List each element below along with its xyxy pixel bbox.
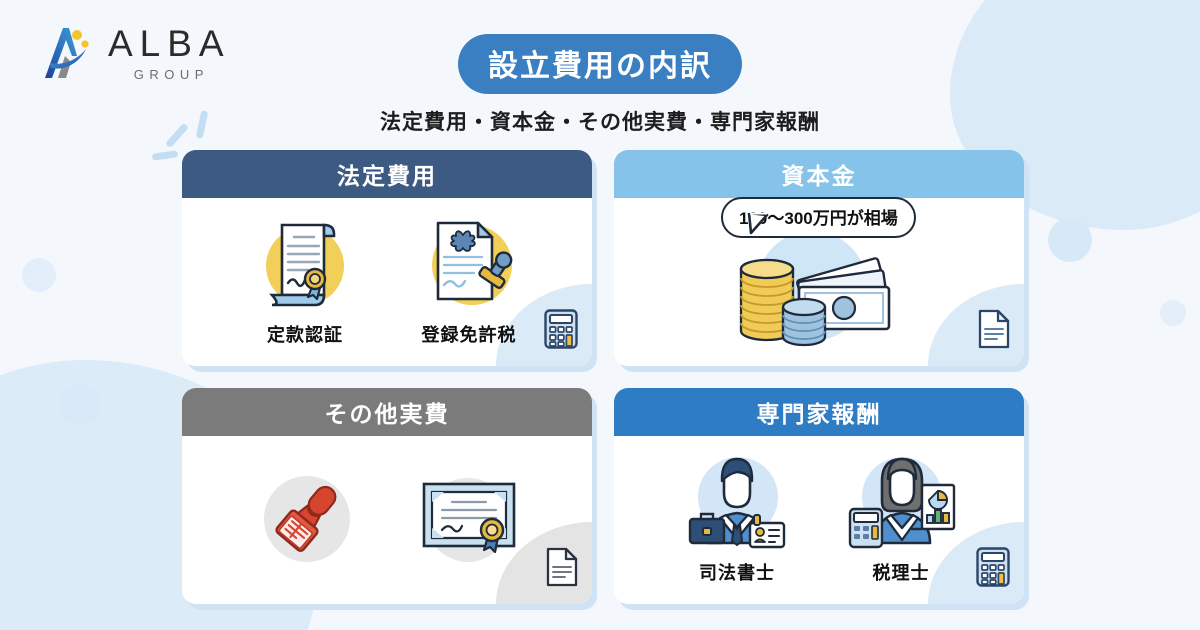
item-label: 定款認証 [267,325,343,345]
document-icon [546,547,578,592]
item-toroku-menkyozei[interactable]: 登録免許税 [394,213,544,347]
framed-certificate-icon [408,462,526,574]
dot-left-small [22,258,56,292]
logo-name: ALBA [108,22,231,64]
male-professional-icon [678,451,796,555]
coins-and-banknotes-icon [699,223,939,363]
card-title-legal-fees: 法定費用 [182,150,592,198]
card-professional-fees[interactable]: 専門家報酬 [614,388,1024,604]
item-label: 登録免許税 [421,325,517,345]
header-block: 設立費用の内訳 法定費用・資本金・その他実費・専門家報酬 [0,34,1200,136]
certificate-scroll-icon [246,213,364,317]
card-capital[interactable]: 資本金 100〜300万円が相場 [614,150,1024,366]
item-capital-money[interactable]: 100〜300万円が相場 [669,197,969,363]
dot-right-small [1160,300,1186,326]
card-title-capital: 資本金 [614,150,1024,198]
card-grid: 法定費用 [182,150,1024,604]
item-shiho-shoshi[interactable]: 司法書士 [662,451,812,585]
card-legal-fees[interactable]: 法定費用 [182,150,592,366]
card-body-professional-fees: 司法書士 [614,436,1024,604]
card-body-legal-fees: 定款認証 [182,198,592,366]
dot-bottom-left [60,385,100,425]
calculator-icon [544,309,578,354]
item-zeirishi[interactable]: 税理士 [826,451,976,585]
card-title-professional-fees: 専門家報酬 [614,388,1024,436]
calculator-icon [976,547,1010,592]
card-other-expenses[interactable]: その他実費 [182,388,592,604]
item-label: 税理士 [872,563,930,583]
card-title-other-expenses: その他実費 [182,388,592,436]
alba-a-mark-icon [36,22,98,84]
brand-logo: ALBA GROUP [36,22,231,84]
item-certificate[interactable] [392,462,542,574]
red-hanko-stamp-icon [248,462,366,574]
speech-bubble: 100〜300万円が相場 [721,197,916,238]
item-teikan-ninsho[interactable]: 定款認証 [230,213,380,347]
document-with-stamp-icon [410,213,528,317]
item-company-seal[interactable] [232,462,382,574]
female-professional-icon [842,451,960,555]
document-icon [978,309,1010,354]
dot-top-right [1048,218,1092,262]
card-body-other-expenses [182,436,592,604]
page-subtitle: 法定費用・資本金・その他実費・専門家報酬 [380,111,820,134]
logo-sub: GROUP [133,66,209,82]
page-title: 設立費用の内訳 [458,34,742,94]
item-label: 司法書士 [699,563,775,583]
card-body-capital: 100〜300万円が相場 [614,197,1024,366]
